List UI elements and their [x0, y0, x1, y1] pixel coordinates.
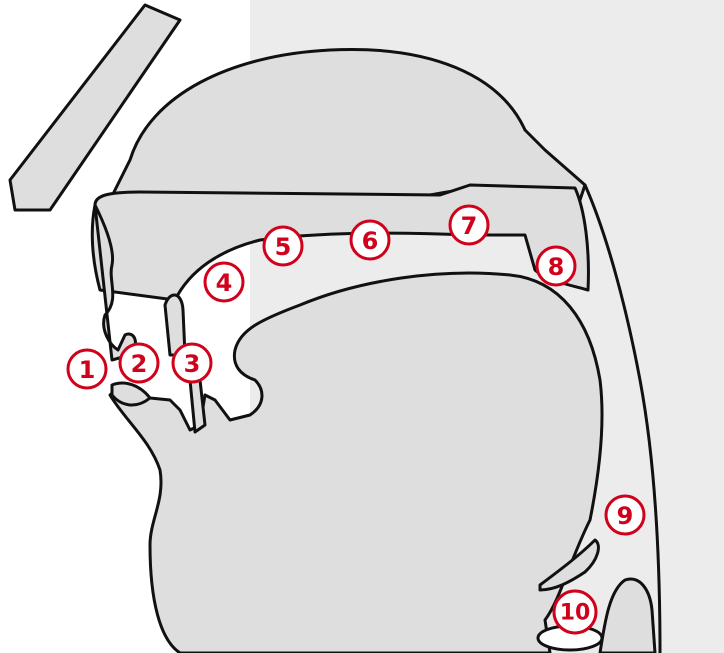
marker-3: 3: [173, 344, 211, 382]
marker-9-label: 9: [617, 502, 634, 530]
marker-4-label: 4: [216, 269, 233, 297]
marker-5-label: 5: [275, 233, 292, 261]
marker-2-label: 2: [131, 350, 148, 378]
marker-5: 5: [264, 227, 302, 265]
lower-teeth: [190, 380, 205, 432]
marker-4: 4: [205, 263, 243, 301]
marker-2: 2: [120, 344, 158, 382]
marker-7-label: 7: [461, 212, 478, 240]
marker-3-label: 3: [184, 350, 201, 378]
marker-10: 10: [554, 591, 596, 633]
lower-lip: [112, 383, 150, 405]
marker-6-label: 6: [362, 227, 379, 255]
marker-8: 8: [537, 247, 575, 285]
marker-1: 1: [68, 350, 106, 388]
marker-10-label: 10: [560, 601, 591, 626]
marker-6: 6: [351, 221, 389, 259]
marker-7: 7: [450, 206, 488, 244]
marker-9: 9: [606, 496, 644, 534]
marker-1-label: 1: [79, 356, 96, 384]
marker-8-label: 8: [548, 253, 565, 281]
